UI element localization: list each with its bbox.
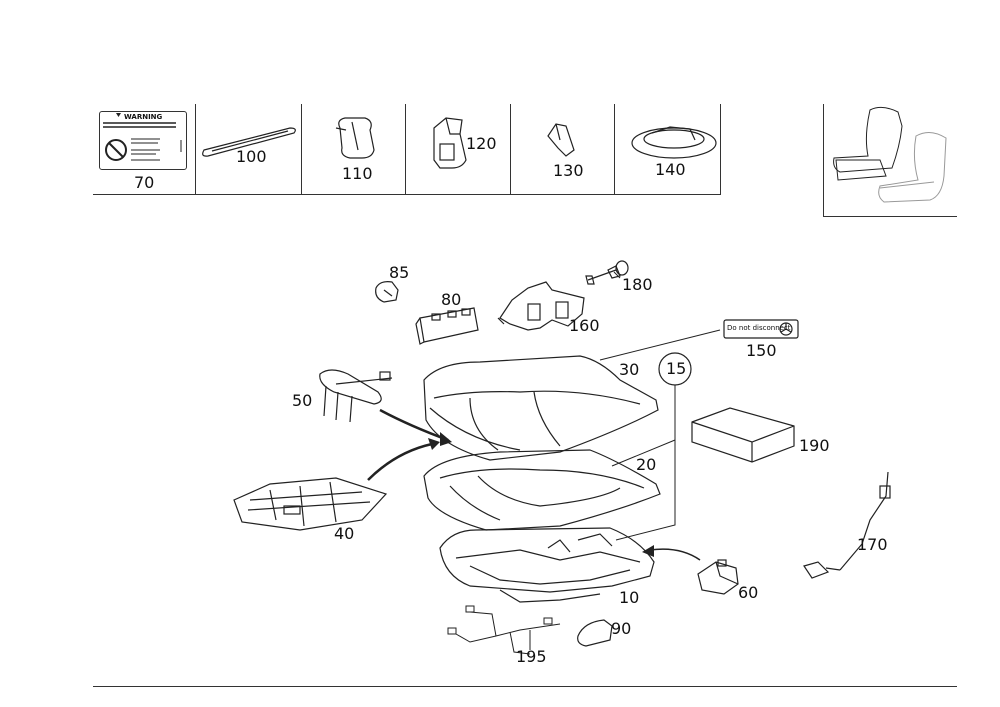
warning-label-title: WARNING [124, 113, 163, 121]
grommet-icon [631, 126, 717, 159]
cover-part-90 [577, 619, 613, 647]
warning-label-graphic [103, 113, 182, 161]
harness-part-195 [447, 605, 561, 655]
parts-header-strip [93, 104, 721, 195]
pad-part-190 [691, 407, 795, 463]
module-part-80 [415, 307, 479, 345]
part-label-15[interactable]: 15 [666, 359, 687, 378]
part-label-195[interactable]: 195 [516, 647, 547, 666]
angled-clip-icon [547, 123, 575, 157]
cable-tie-icon [202, 127, 296, 157]
label-part-150 [723, 319, 799, 339]
header-cell-140 [615, 104, 721, 194]
seat-frame-part-10 [439, 527, 655, 603]
part-label-90[interactable]: 90 [611, 619, 632, 638]
part-label-110[interactable]: 110 [342, 164, 373, 183]
foam-cushion-part-20 [423, 449, 661, 531]
seat-mat-part-40 [233, 477, 388, 531]
part-label-60[interactable]: 60 [738, 583, 759, 602]
part-label-10[interactable]: 10 [619, 588, 640, 607]
part-label-50[interactable]: 50 [292, 391, 313, 410]
sensor-cable-part-170 [803, 471, 891, 579]
knob-part-85 [375, 281, 399, 303]
cushion-cover-part-30 [423, 355, 659, 461]
label-150-text: Do not disconnect [727, 324, 791, 332]
header-cell-130 [511, 104, 615, 194]
part-label-180[interactable]: 180 [622, 275, 653, 294]
part-label-20[interactable]: 20 [636, 455, 657, 474]
header-cell-120 [406, 104, 511, 194]
assembly-bracket-lines [599, 329, 721, 541]
part-label-85[interactable]: 85 [389, 263, 410, 282]
pin-part-180 [585, 260, 629, 285]
seat-overview-graphic [833, 106, 947, 203]
part-label-120[interactable]: 120 [466, 134, 497, 153]
bracket-clip-icon [433, 117, 467, 169]
part-label-170[interactable]: 170 [857, 535, 888, 554]
part-label-80[interactable]: 80 [441, 290, 462, 309]
bracket-part-160 [497, 281, 585, 331]
motor-part-60 [697, 559, 739, 595]
header-cell-100 [196, 104, 302, 194]
bottom-rule [93, 686, 957, 687]
lever-part-50 [319, 369, 393, 423]
header-cell-110 [302, 104, 406, 194]
part-label-100[interactable]: 100 [236, 147, 267, 166]
part-label-40[interactable]: 40 [334, 524, 355, 543]
part-label-130[interactable]: 130 [553, 161, 584, 180]
part-label-160[interactable]: 160 [569, 316, 600, 335]
seat-overview-frame [823, 104, 957, 217]
assembly-arrows [367, 408, 701, 561]
header-cell-70 [93, 104, 196, 194]
part-label-150[interactable]: 150 [746, 341, 777, 360]
part-label-30[interactable]: 30 [619, 360, 640, 379]
clip-icon [335, 117, 375, 159]
part-label-140[interactable]: 140 [655, 160, 686, 179]
part-label-70[interactable]: 70 [134, 173, 155, 192]
part-label-190[interactable]: 190 [799, 436, 830, 455]
leader-lines [529, 271, 621, 650]
